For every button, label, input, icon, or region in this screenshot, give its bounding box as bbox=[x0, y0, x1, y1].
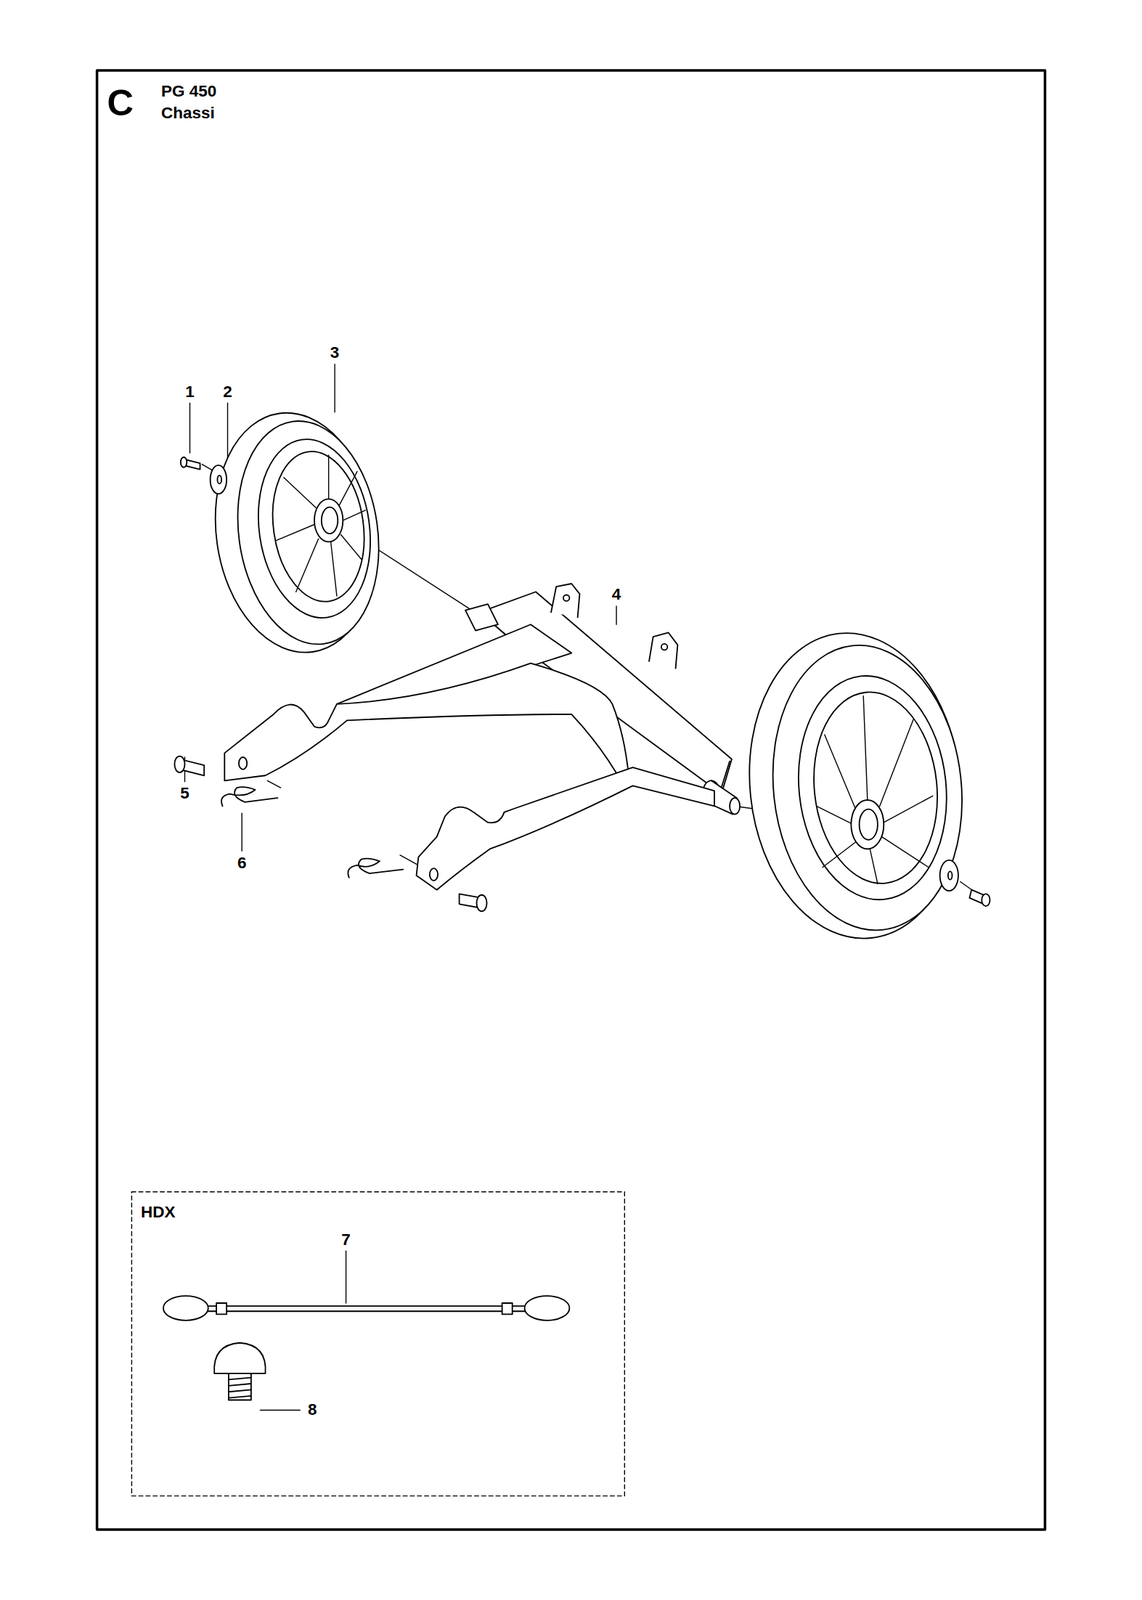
drawing-line bbox=[615, 606, 617, 625]
drawing-line bbox=[208, 1305, 525, 1307]
drawing-line bbox=[661, 643, 668, 650]
drawing-line bbox=[131, 1192, 625, 1497]
drawing-line bbox=[321, 507, 338, 535]
drawing-line bbox=[238, 757, 247, 770]
drawing-line bbox=[940, 860, 959, 891]
drawing-line bbox=[729, 797, 740, 814]
drawing-line bbox=[524, 1295, 570, 1321]
drawing-line bbox=[296, 538, 319, 592]
drawing-line bbox=[267, 780, 281, 788]
drawing-line bbox=[263, 445, 374, 608]
callout-number: 1 bbox=[185, 384, 195, 401]
drawing-line bbox=[184, 364, 617, 1411]
drawing-line bbox=[551, 583, 580, 618]
drawing-line bbox=[224, 583, 740, 891]
drawing-line bbox=[275, 524, 315, 541]
drawing-line bbox=[174, 756, 487, 912]
variant-label: HDX bbox=[140, 1204, 175, 1221]
drawing-line bbox=[189, 402, 191, 454]
drawing-line bbox=[883, 795, 933, 823]
drawing-line bbox=[824, 734, 856, 809]
drawing-line bbox=[259, 1409, 300, 1411]
drawing-line bbox=[816, 805, 854, 825]
drawing-line bbox=[734, 622, 976, 950]
drawing-line bbox=[400, 855, 419, 866]
drawing-line bbox=[180, 457, 227, 495]
drawing-line bbox=[210, 465, 227, 494]
callout-number: 6 bbox=[237, 855, 247, 872]
drawing-line bbox=[869, 847, 878, 885]
drawing-line bbox=[228, 1373, 252, 1401]
callout-number: 7 bbox=[341, 1232, 351, 1248]
drawing-line bbox=[416, 767, 715, 891]
drawing-line bbox=[339, 471, 358, 507]
drawing-line bbox=[180, 457, 187, 468]
drawing-line bbox=[850, 800, 884, 849]
drawing-line bbox=[341, 535, 362, 560]
drawing-line bbox=[863, 696, 868, 801]
drawing-line bbox=[223, 411, 393, 654]
drawing-line bbox=[859, 809, 878, 840]
drawing-line bbox=[465, 604, 499, 631]
drawing-line bbox=[97, 70, 1046, 1530]
drawing-line bbox=[879, 719, 914, 806]
drawing-line bbox=[502, 1303, 513, 1315]
callout-number: 8 bbox=[307, 1401, 318, 1418]
drawing-line bbox=[247, 431, 382, 626]
drawing-line bbox=[283, 477, 317, 509]
drawing-line bbox=[275, 455, 366, 597]
section-name: Chassi bbox=[161, 105, 215, 122]
drawing-line bbox=[948, 871, 953, 880]
drawing-line bbox=[649, 632, 678, 668]
drawing-line bbox=[228, 1377, 252, 1399]
drawing-line bbox=[347, 858, 403, 878]
drawing-line bbox=[330, 540, 337, 597]
model-name: PG 450 bbox=[161, 83, 217, 100]
drawing-line bbox=[214, 1343, 266, 1374]
drawing-line bbox=[981, 893, 990, 907]
drawing-line bbox=[476, 895, 487, 912]
drawing-line bbox=[328, 455, 329, 501]
drawing-line bbox=[333, 364, 335, 413]
drawing-line bbox=[208, 1310, 525, 1312]
callout-number: 3 bbox=[330, 344, 340, 361]
drawing-line bbox=[217, 475, 222, 484]
drawing-line bbox=[163, 1295, 209, 1321]
drawing-line bbox=[174, 756, 185, 773]
drawing-line bbox=[787, 668, 958, 908]
drawing-line bbox=[429, 868, 438, 881]
drawing-line bbox=[221, 786, 403, 878]
callout-number: 4 bbox=[612, 586, 622, 603]
section-letter: C bbox=[107, 84, 135, 122]
drawing-line bbox=[221, 786, 278, 806]
callout-number: 5 bbox=[180, 785, 190, 802]
drawing-line bbox=[200, 402, 393, 663]
drawing-line bbox=[216, 1303, 227, 1315]
drawing-line bbox=[940, 860, 991, 907]
drawing-line bbox=[241, 813, 242, 851]
drawing-line bbox=[804, 686, 946, 890]
drawing-line bbox=[314, 498, 343, 542]
drawing-line bbox=[163, 1295, 570, 1321]
drawing-line bbox=[816, 696, 933, 885]
drawing-line bbox=[336, 663, 629, 785]
drawing-line bbox=[759, 635, 976, 940]
drawing-line bbox=[342, 510, 366, 521]
drawing-line bbox=[822, 840, 858, 868]
drawing-line bbox=[214, 1343, 266, 1401]
callout-number: 2 bbox=[222, 384, 233, 401]
drawing-line bbox=[734, 622, 976, 950]
drawing-line bbox=[345, 1250, 347, 1304]
drawing-line bbox=[882, 837, 930, 868]
drawing-line bbox=[563, 594, 570, 601]
